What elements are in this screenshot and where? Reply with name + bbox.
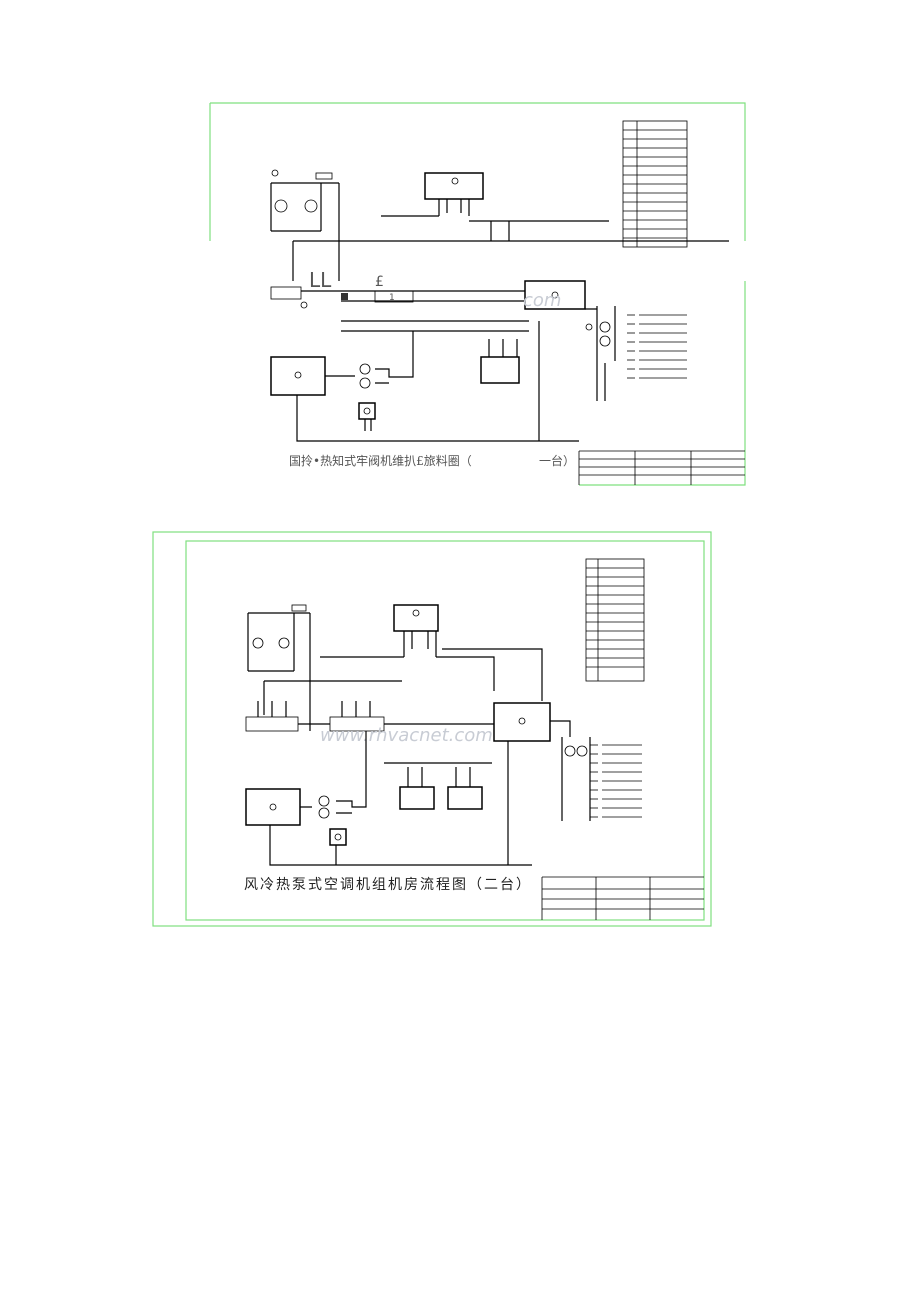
diagram-title-1-suffix: 一台） xyxy=(539,453,575,468)
pump-group-bottom xyxy=(325,331,414,389)
air-handler-unit xyxy=(524,280,586,310)
heat-pump-unit xyxy=(424,172,484,200)
inner-frame-2 xyxy=(185,540,705,921)
expansion-tank-2b xyxy=(447,786,483,810)
artifact-text-ll: LL xyxy=(309,268,332,292)
artifact-text-pound: £ xyxy=(375,274,384,290)
expansion-tank-1 xyxy=(480,356,520,384)
title-block-2 xyxy=(541,876,704,920)
symbol-legend-2 xyxy=(590,744,642,818)
diagram-sheet-2: www.rhvacnet.com 风冷热泵式空调机组机房流程图（二台） xyxy=(152,531,714,929)
watermark-2: www.rhvacnet.com xyxy=(320,725,493,746)
diagram-sheet-1: LL £ 1 com 国拎•热知式牢阀机维扒£旅料圈（ 一台） xyxy=(209,101,749,489)
flow-diagram-2: www.rhvacnet.com 风冷热泵式空调机组机房流程图（二台） xyxy=(152,531,712,927)
pump-group-top-left-2 xyxy=(247,604,311,681)
diagram-title-2: 风冷热泵式空调机组机房流程图（二台） xyxy=(244,877,532,893)
pump-group-right xyxy=(585,306,616,401)
softener-1 xyxy=(358,402,376,420)
pump-group-top-left xyxy=(270,169,340,241)
pump-group-right-2 xyxy=(550,720,591,821)
header-manifold-1 xyxy=(270,286,302,300)
symbol-legend-1 xyxy=(627,314,687,379)
expansion-tank-2a xyxy=(399,786,435,810)
heat-pump-unit-2 xyxy=(393,604,439,632)
air-handler-unit-2 xyxy=(493,702,551,742)
artifact-square xyxy=(341,293,348,300)
diagram-title-1: 国拎•热知式牢阀机维扒£旅料圈（ xyxy=(289,453,472,468)
header-manifold-2a xyxy=(245,716,299,732)
flow-diagram-1: LL £ 1 com 国拎•热知式牢阀机维扒£旅料圈（ 一台） xyxy=(209,102,746,486)
softener-2 xyxy=(329,828,347,846)
pump-group-bottom-2 xyxy=(300,731,367,819)
artifact-text-one: 1 xyxy=(389,293,395,303)
title-block-1 xyxy=(578,450,745,485)
drawing-frame-bottom xyxy=(579,281,746,486)
outer-frame-2 xyxy=(152,531,712,927)
legend-table-2 xyxy=(585,558,645,682)
watermark-1: com xyxy=(523,290,561,311)
legend-table xyxy=(622,120,688,248)
water-tank-2 xyxy=(245,788,301,826)
drawing-frame-top xyxy=(209,102,746,241)
water-tank-1 xyxy=(270,356,326,396)
